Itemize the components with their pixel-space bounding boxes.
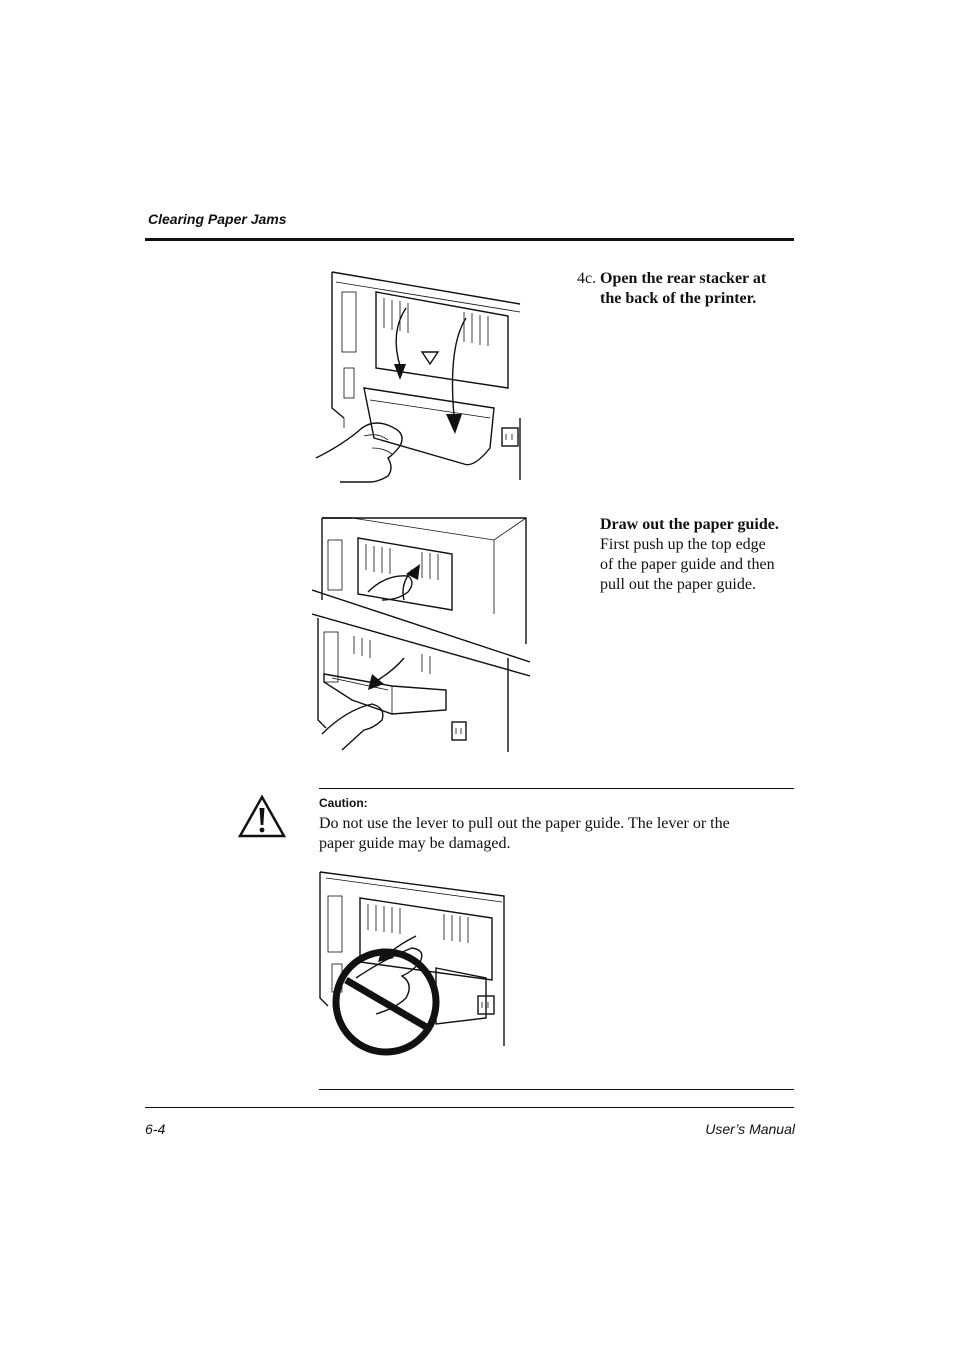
page-number: 6-4 [145,1121,166,1137]
caution-bottom-rule [319,1089,794,1090]
caution-text: Do not use the lever to pull out the pap… [319,814,789,854]
running-header: Clearing Paper Jams [148,211,287,227]
caution-title: Caution: [319,796,368,810]
step-draw-out-paper-guide: Draw out the paper guide. First push up … [600,515,800,595]
caution-text-line2: paper guide may be damaged. [319,835,511,852]
header-rule [145,238,794,241]
caution-text-line1: Do not use the lever to pull out the pap… [319,815,730,832]
illustration-do-not-use-lever [316,868,506,1066]
warning-triangle-icon [237,794,287,838]
step-4c-title-line2: the back of the printer. [600,290,757,307]
step-2-title: Draw out the paper guide. [600,516,779,533]
step-4c-number: 4c. [577,270,597,287]
step-2-body-line2: of the paper guide and then [600,556,775,573]
step-2-body-line3: pull out the paper guide. [600,576,756,593]
manual-title: User’s Manual [705,1121,795,1137]
footer-rule [145,1107,794,1108]
caution-top-rule [319,788,794,789]
step-2-body-line1: First push up the top edge [600,536,766,553]
illustration-draw-out-paper-guide [312,514,530,752]
step-4c: 4c.Open the rear stacker at the back of … [577,269,787,309]
step-4c-title-line1: Open the rear stacker at [600,270,767,287]
illustration-open-rear-stacker [315,270,521,483]
